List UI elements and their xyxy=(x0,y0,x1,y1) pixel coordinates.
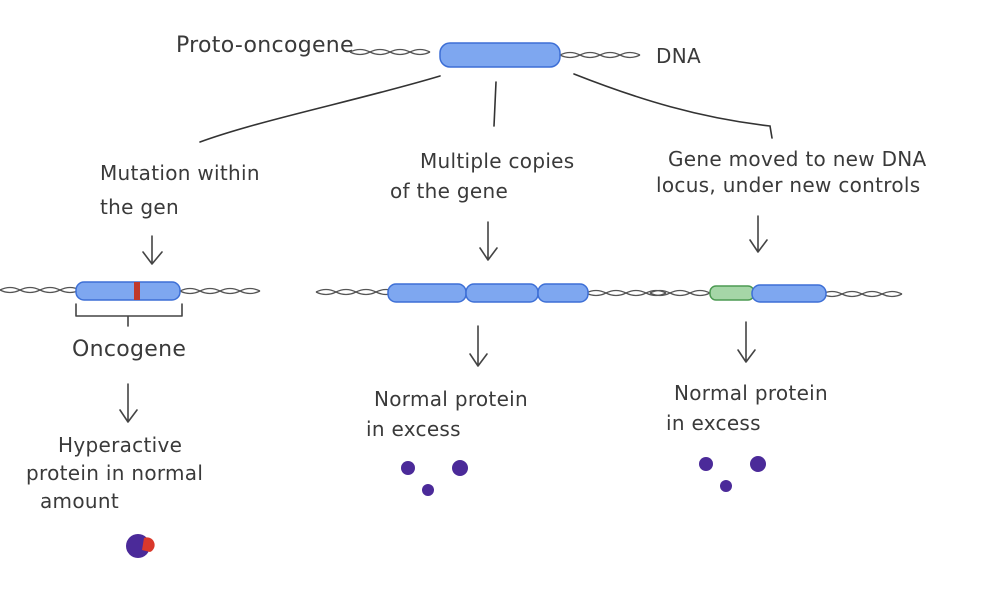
protein-dot xyxy=(422,484,434,496)
proto-oncogene-label: Proto-oncogene xyxy=(176,33,354,58)
branch-3-arrow-2 xyxy=(737,321,756,363)
proto-oncogene-gene xyxy=(439,42,561,68)
branch-1-outcome-line-3: amount xyxy=(40,489,119,513)
oncogene-bracket xyxy=(75,303,183,327)
branch-2-arrow-1 xyxy=(479,221,498,261)
branch-1-arrow-1 xyxy=(142,235,163,265)
branch-1-oncogene xyxy=(75,281,181,301)
protein-dot xyxy=(401,461,415,475)
top-dna-right xyxy=(559,51,641,59)
branch-3-condition-line-2: locus, under new controls xyxy=(656,173,920,197)
dna-label: DNA xyxy=(656,44,701,68)
protein-dot xyxy=(452,460,468,476)
branch-2-outcome-line-2: in excess xyxy=(366,417,461,441)
branch-1-outcome-line-1: Hyperactive xyxy=(58,433,182,457)
connector-left xyxy=(199,75,441,143)
branch-2-outcome-line-1: Normal protein xyxy=(374,387,528,411)
connector-middle xyxy=(493,81,497,127)
gene-copy-1 xyxy=(387,283,467,303)
protein-dot xyxy=(699,457,713,471)
excess-proteins-3 xyxy=(699,456,766,492)
branch-3-outcome-line-2: in excess xyxy=(666,411,761,435)
branch-3-condition-line-1: Gene moved to new DNA xyxy=(668,147,927,171)
relocated-gene xyxy=(751,284,827,303)
new-control-region xyxy=(709,285,755,301)
branch-2-condition-line-2: of the gene xyxy=(390,179,508,203)
protein-dot xyxy=(750,456,766,472)
branch-1-condition-line-2: the gen xyxy=(100,195,179,219)
protein-dot xyxy=(720,480,732,492)
oncogene-label: Oncogene xyxy=(72,337,186,362)
mutation-site xyxy=(134,282,140,300)
hyperactive-protein xyxy=(126,534,155,558)
connector-right xyxy=(573,73,773,139)
gene-copy-3 xyxy=(537,283,589,303)
branch-3-arrow-1 xyxy=(749,215,768,253)
branch-1-arrow-2 xyxy=(119,383,138,423)
branch-3-outcome-line-1: Normal protein xyxy=(674,381,828,405)
branch-1-outcome-line-2: protein in normal xyxy=(26,461,203,485)
excess-proteins-2 xyxy=(401,460,468,496)
gene-copy-2 xyxy=(465,283,539,303)
branch-2-condition-line-1: Multiple copies xyxy=(420,149,575,173)
branch-1-condition-line-1: Mutation within xyxy=(100,161,260,185)
branch-2-arrow-2 xyxy=(469,325,488,367)
